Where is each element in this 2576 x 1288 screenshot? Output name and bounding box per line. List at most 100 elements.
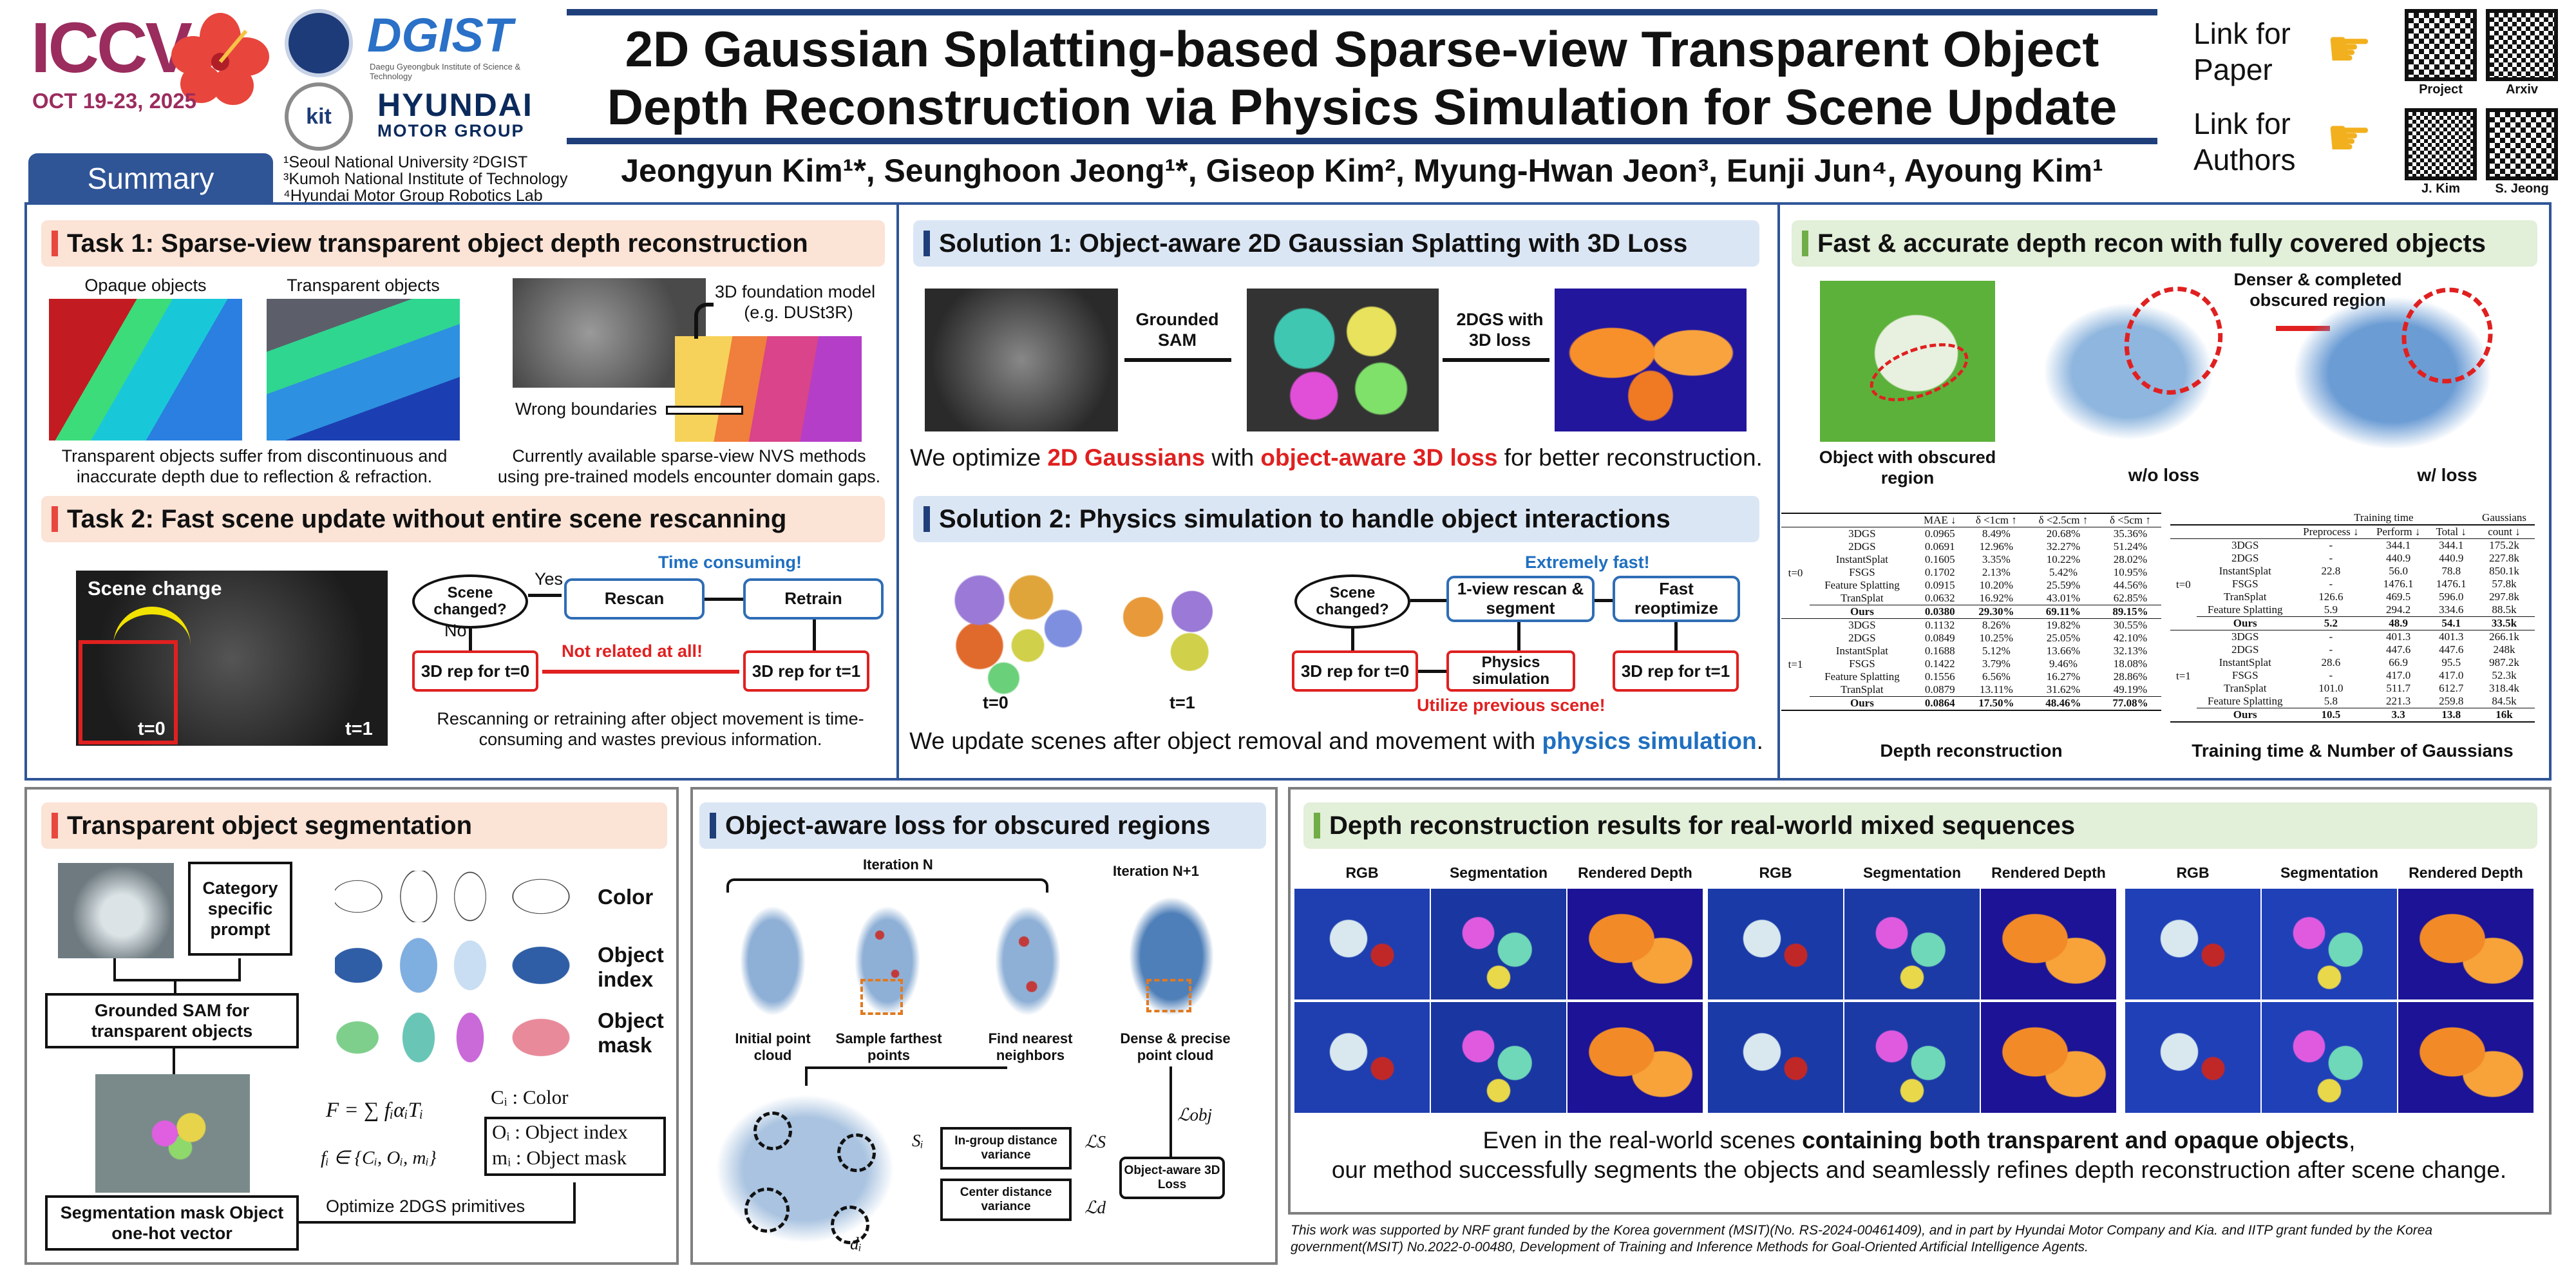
sol1-caption-c: with [1205, 444, 1261, 471]
link-paper-label[interactable]: Link for Paper [2193, 17, 2291, 86]
train-table-cell: 334.6 [2439, 603, 2464, 616]
title-rule-bottom [567, 138, 2157, 144]
depth-table-cell: 3DGS [1848, 527, 1876, 540]
depth-table-header-row: MAE ↓δ <1cm ↑δ <2.5cm ↑δ <5cm ↑ [1781, 513, 2161, 527]
depth-table-cell: 0.0849 [1924, 632, 1955, 644]
nearest-pointcloud [989, 896, 1066, 1025]
train-table-cell: 318.4k [2489, 682, 2519, 694]
train-table-cell: 22.8 [2321, 565, 2341, 577]
objloss-panel [690, 787, 1278, 1265]
depth-table-cell: TranSplat [1841, 683, 1884, 696]
hyundai-logo: HYUNDAI [377, 87, 533, 123]
summary-tab: Summary [28, 153, 273, 204]
qr-sjeong-icon[interactable] [2486, 108, 2558, 180]
train-table-cell: 469.5 [2386, 591, 2411, 603]
ci-legend: Cᵢ : Color [491, 1086, 569, 1108]
sol1-depth-image [1555, 289, 1747, 431]
depth-table-cell: FSGS [1849, 658, 1875, 670]
train-table-cell: 227.8k [2489, 552, 2519, 564]
depth-table-cell: 32.27% [2046, 540, 2081, 553]
depth-table-column-header [1781, 513, 1810, 527]
no-arrow [469, 629, 472, 654]
depth-table-cell: 2DGS [1848, 540, 1876, 553]
depth-table-cell: 28.02% [2113, 553, 2148, 565]
depth-table-cell: 0.0380 [1924, 605, 1955, 618]
sol1-arrow-2 [1443, 358, 1549, 362]
realworld-title: Depth reconstruction results for real-wo… [1303, 802, 2537, 849]
kit-logo: kit [285, 82, 353, 151]
grounded-sam-label: Grounded SAM [1135, 310, 1219, 350]
conference-dates: OCT 19-23, 2025 [32, 89, 196, 113]
dense-pointcloud [1123, 889, 1220, 1024]
iteration-n-label: Iteration N [863, 857, 933, 873]
sol2-rep-t1-node: 3D rep for t=1 [1613, 650, 1739, 692]
train-table-cell: 13.8 [2441, 708, 2461, 721]
color-ellipses [335, 871, 580, 922]
task1-caption-right: Currently available sparse-view NVS meth… [497, 446, 881, 486]
train-table-cell: 33.5k [2491, 617, 2517, 629]
qr-arxiv-icon[interactable] [2486, 9, 2558, 81]
depth-table-cell: 77.08% [2112, 697, 2148, 709]
depth-table-cell: 48.46% [2045, 697, 2081, 709]
train-table-cell: 5.8 [2324, 695, 2338, 707]
train-table-cell: 175.2k [2489, 539, 2519, 551]
realworld-column-label: RGB [1759, 864, 1792, 881]
not-related-arrow [542, 670, 739, 674]
train-table-cell: 95.5 [2441, 656, 2461, 668]
sol1-input-photo [925, 289, 1118, 431]
sample-label: Sample farthest points [835, 1030, 942, 1063]
snu-logo [285, 9, 353, 77]
train-table-cell: 259.8 [2439, 695, 2464, 707]
depth-table-cell: 0.0915 [1924, 579, 1955, 591]
realworld-depth-image [1981, 889, 2116, 999]
depth-table-cell: FSGS [1849, 566, 1875, 578]
train-table-cell: Feature Splatting [2207, 603, 2283, 616]
train-table-cell: 16k [2496, 708, 2513, 721]
depth-table-cell: 69.11% [2045, 605, 2081, 618]
depth-table-cell: TranSplat [1841, 592, 1884, 604]
category-prompt-box: Category specific prompt [188, 862, 292, 956]
train-table-cell: 447.6 [2439, 643, 2464, 656]
legend-box [484, 1117, 666, 1176]
realworld-depth-image [1981, 1002, 2116, 1113]
depth-table-cell: Ours [1850, 697, 1874, 709]
train-table-cell: InstantSplat [2219, 565, 2271, 577]
depth-table-cell: 62.85% [2113, 592, 2148, 604]
sol2-rep-t0-node: 3D rep for t=0 [1292, 650, 1418, 692]
qr-jkim-icon[interactable] [2405, 108, 2477, 180]
train-table-top-header: Gaussians [2482, 511, 2526, 524]
index-ellipses [335, 936, 580, 994]
rescan-segment-node: 1-view rescan & segment [1446, 576, 1595, 622]
qr-project-icon[interactable] [2405, 9, 2477, 81]
ld-label: ℒd [1084, 1198, 1106, 1217]
depth-table-cell: 8.49% [1982, 527, 2011, 540]
sol1-caption-d: object-aware 3D loss [1260, 444, 1498, 471]
train-table-cell: InstantSplat [2219, 656, 2271, 668]
train-table-cell: 57.8k [2492, 578, 2517, 590]
depth-table-cell: 42.10% [2113, 632, 2148, 644]
sol2-scene-changed-node: Scene changed? [1294, 574, 1410, 629]
depth-table-column-header: δ <1cm ↑ [1975, 514, 2017, 526]
wrong-boundaries-label: Wrong boundaries [515, 399, 658, 419]
segmentation-title: Transparent object segmentation [41, 802, 667, 849]
oi-legend: Oᵢ : Object index [492, 1121, 628, 1143]
train-table-column-header [2170, 525, 2197, 539]
seg-merge-line [238, 958, 241, 980]
train-table-cell: 66.9 [2389, 656, 2409, 668]
depth-table-column-header: MAE ↓ [1924, 514, 1956, 526]
wo-loss-pointcloud [2029, 291, 2228, 452]
realworld-rgb-image [1294, 1002, 1430, 1113]
train-table-column-header: Total ↓ [2436, 526, 2467, 538]
link-authors-label[interactable]: Link for Authors [2193, 107, 2296, 176]
realworld-caption-1: Even in the real-world scenes containing… [1294, 1127, 2544, 1154]
train-table-column-header [2197, 525, 2294, 539]
train-table-cell: 440.9 [2386, 552, 2411, 564]
transparent-depth-image [267, 299, 460, 440]
find-label: Find nearest neighbors [988, 1030, 1073, 1063]
train-table-cell: 417.0 [2439, 669, 2464, 681]
